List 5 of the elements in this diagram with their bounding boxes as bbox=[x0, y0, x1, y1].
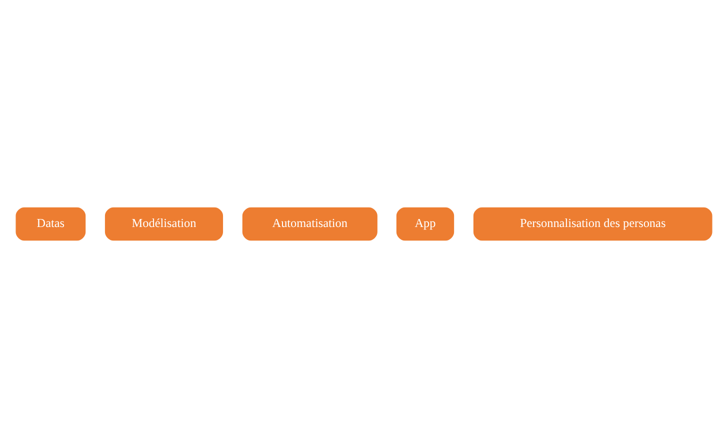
node-box: Automatisation bbox=[242, 206, 378, 240]
node-box: Modélisation bbox=[104, 206, 224, 240]
node-box: Personnalisation des personas bbox=[473, 206, 712, 240]
node-box: App bbox=[396, 206, 454, 240]
node-box: Datas bbox=[16, 206, 86, 240]
